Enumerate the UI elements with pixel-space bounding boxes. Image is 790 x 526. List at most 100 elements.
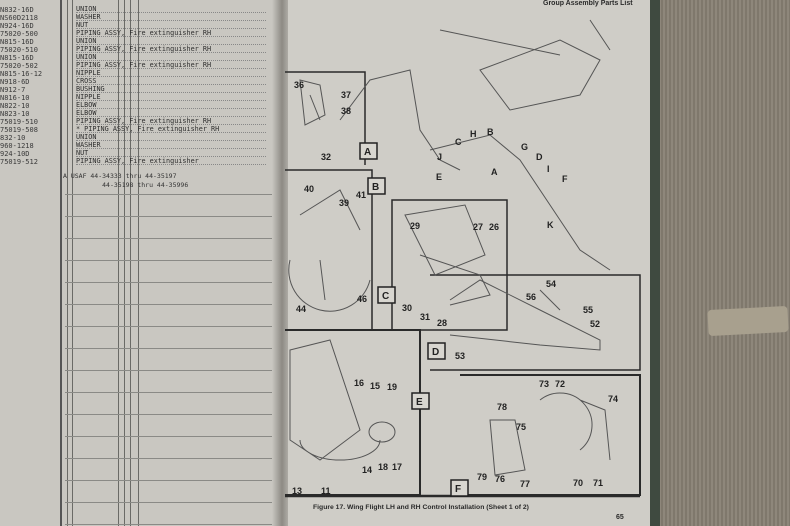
table-rule	[65, 480, 275, 481]
callout-number: 16	[354, 378, 364, 388]
part-number: 832-10	[0, 134, 26, 142]
callout-number: 28	[437, 318, 447, 328]
detail-label: A	[364, 147, 371, 158]
callout-number: 13	[292, 486, 302, 496]
callout-number: 72	[555, 379, 565, 389]
part-number: 75020-510	[0, 46, 38, 54]
callout-number: 40	[304, 184, 314, 194]
detail-box	[411, 392, 430, 410]
part-number: 75020-500	[0, 30, 38, 38]
callout-number: 53	[455, 351, 465, 361]
part-number: N822-10	[0, 102, 30, 110]
part-number: NS60D2118	[0, 14, 38, 22]
detail-box	[450, 479, 469, 497]
panel-borders	[285, 71, 641, 498]
table-rule	[65, 216, 275, 217]
column-rule	[138, 0, 139, 526]
callout-number: 55	[583, 305, 593, 315]
part-number: N912-7	[0, 86, 26, 94]
part-number: 75019-512	[0, 158, 38, 166]
figure-caption: Figure 17. Wing Flight LH and RH Control…	[313, 504, 529, 511]
part-description: WASHER	[76, 13, 266, 21]
detail-box	[377, 286, 396, 304]
table-rule	[65, 304, 275, 305]
part-description: NUT	[76, 21, 266, 29]
part-description: UNION	[76, 5, 266, 13]
book-cover-edge	[648, 0, 660, 526]
callout-number: 76	[495, 474, 505, 484]
column-rule	[60, 0, 62, 526]
overview-letter: G	[521, 142, 528, 152]
part-description: UNION	[76, 37, 266, 45]
callout-number: 11	[321, 486, 331, 496]
overview-letter: E	[436, 172, 442, 182]
callout-number: 38	[341, 106, 351, 116]
panel-c-border	[391, 199, 508, 331]
part-number: N816-10	[0, 94, 30, 102]
part-description: PIPING ASSY, Fire extinguisher RH	[76, 117, 266, 125]
part-number: N823-10	[0, 110, 30, 118]
callout-number: 19	[387, 382, 397, 392]
part-description: PIPING ASSY, Fire extinguisher RH	[76, 45, 266, 53]
part-description: CROSS	[76, 77, 266, 85]
part-number: 75020-502	[0, 62, 38, 70]
table-rule	[65, 370, 275, 371]
callout-number: 39	[339, 198, 349, 208]
detail-label: E	[416, 397, 423, 408]
callout-number: 78	[497, 402, 507, 412]
detail-label: D	[432, 347, 439, 358]
callout-number: 74	[608, 394, 618, 404]
column-rule	[124, 0, 125, 526]
part-number: N815-16D	[0, 38, 34, 46]
table-rule	[65, 524, 275, 525]
callout-number: 37	[341, 90, 351, 100]
overview-letter: C	[455, 137, 462, 147]
callout-number: 41	[356, 190, 366, 200]
part-number: N924-16D	[0, 22, 34, 30]
part-number: N815-16-12	[0, 70, 43, 78]
part-description: PIPING ASSY, Fire extinguisher RH	[76, 29, 266, 37]
callout-number: 52	[590, 319, 600, 329]
part-description: UNION	[76, 53, 266, 61]
part-description: NUT	[76, 149, 266, 157]
part-description: NIPPLE	[76, 93, 266, 101]
column-rule	[72, 0, 73, 526]
part-number: N918-6D	[0, 78, 30, 86]
part-description: UNION	[76, 133, 266, 141]
callout-number: 46	[357, 294, 367, 304]
page-header: Group Assembly Parts List	[543, 0, 633, 7]
table-rule	[65, 502, 275, 503]
table-rule	[65, 436, 275, 437]
callout-number: 79	[477, 472, 487, 482]
detail-label: F	[455, 484, 461, 495]
table-rule	[65, 392, 275, 393]
overview-letter: F	[562, 174, 568, 184]
part-number: 960-1218	[0, 142, 34, 150]
callout-number: 32	[321, 152, 331, 162]
drawing-lines	[288, 19, 611, 476]
panel-a-border	[285, 71, 366, 165]
overview-letter: H	[470, 129, 477, 139]
part-description: NIPPLE	[76, 69, 266, 77]
part-number: N832-16D	[0, 6, 34, 14]
usaf-note: A USAF 44-34333 thru 44-35197 44-35198 t…	[63, 172, 189, 189]
overview-letter: J	[437, 152, 442, 162]
part-number: 924-10D	[0, 150, 30, 158]
overview-letter: K	[547, 220, 554, 230]
callout-number: 15	[370, 381, 380, 391]
overview-letter: B	[487, 127, 494, 137]
overview-letter: D	[536, 152, 543, 162]
part-description: * PIPING ASSY, Fire extinguisher RH	[76, 125, 266, 133]
table-rule	[65, 194, 275, 195]
part-number: 75019-510	[0, 118, 38, 126]
part-description: BUSHING	[76, 85, 266, 93]
detail-box	[367, 177, 386, 195]
detail-box	[359, 142, 378, 160]
part-description: ELBOW	[76, 101, 266, 109]
callout-number: 17	[392, 462, 402, 472]
part-description: WASHER	[76, 141, 266, 149]
